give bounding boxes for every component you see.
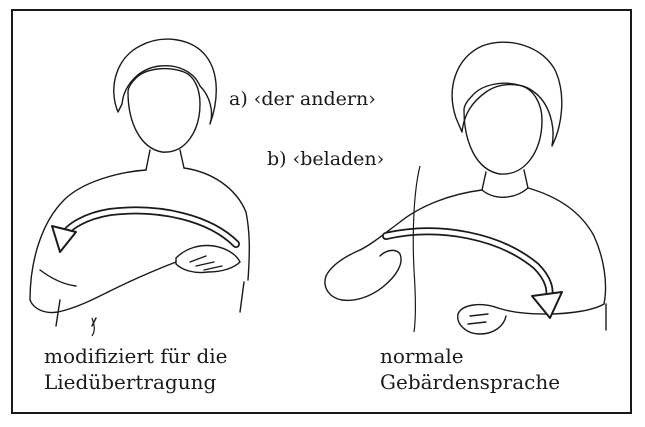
left-face [128, 69, 200, 152]
right-hand-left [380, 250, 401, 286]
right-face [464, 83, 542, 174]
right-hair [452, 42, 562, 146]
label-b: b) ‹beladen› [267, 148, 384, 170]
label-a: a) ‹der andern› [229, 88, 376, 110]
right-signer-figure [325, 42, 606, 334]
right-caption-line1: normale [380, 344, 464, 368]
left-caption-line2: Liedübertragung [44, 370, 216, 394]
label-b-leader [413, 166, 420, 332]
right-torso [360, 188, 606, 304]
right-hand-fist [458, 305, 506, 334]
left-signer-figure [30, 39, 249, 326]
right-caption-line2: Gebärdensprache [380, 370, 560, 394]
left-caption-line1: modifiziert für die [44, 344, 228, 368]
right-arrow [386, 231, 550, 300]
